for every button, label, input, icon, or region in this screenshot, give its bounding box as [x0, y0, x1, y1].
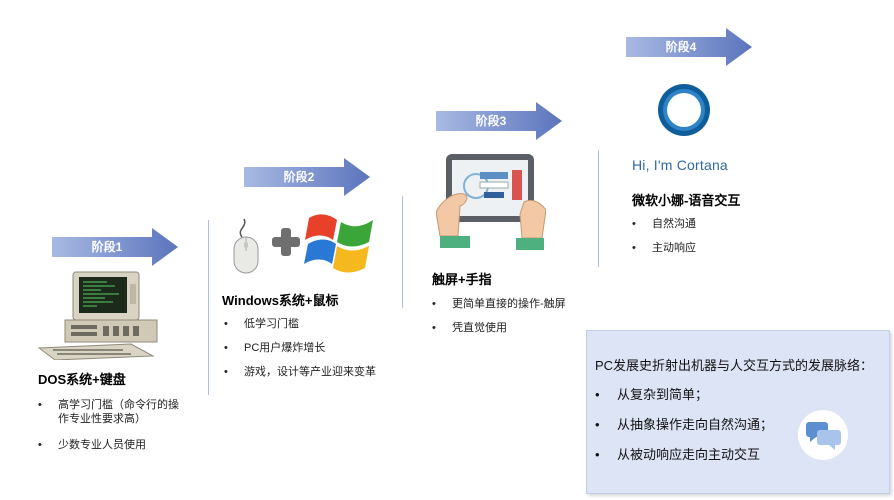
- stage-2-bullet: PC用户爆炸增长: [224, 341, 404, 355]
- stage-1-bullet: 高学习门槛（命令行的操作专业性要求高）: [38, 398, 188, 426]
- stage-3-label: 阶段3: [475, 114, 507, 128]
- computer-icon: [35, 270, 165, 365]
- divider-stage-2: [208, 220, 209, 395]
- stage-2-bullet: 低学习门槛: [224, 317, 404, 331]
- stage-1-arrow: 阶段1: [52, 228, 182, 266]
- stage-2-bullets: 低学习门槛 PC用户爆炸增长 游戏，设计等产业迎来变革: [224, 317, 404, 389]
- summary-title: PC发展史折射出机器与人交互方式的发展脉络：: [595, 358, 874, 373]
- stage-2-arrow: 阶段2: [244, 158, 374, 196]
- tablet-hands-icon: [435, 150, 547, 255]
- stage-1-bullet: 少数专业人员使用: [38, 438, 188, 452]
- stage-1-title: DOS系统+键盘: [38, 372, 126, 387]
- stage-3-bullets: 更简单直接的操作-触屏 凭直觉使用: [432, 297, 592, 345]
- summary-item: 从抽象操作走向自然沟通；: [595, 417, 773, 447]
- stage-1-label: 阶段1: [91, 240, 123, 254]
- summary-box: PC发展史折射出机器与人交互方式的发展脉络： 从复杂到简单； 从抽象操作走向自然…: [586, 330, 890, 494]
- summary-list: 从复杂到简单； 从抽象操作走向自然沟通； 从被动响应走向主动交互: [595, 387, 773, 477]
- chat-bubbles-icon: [797, 409, 849, 466]
- windows-logo-icon: [303, 208, 379, 283]
- stage-4-bullet: 自然沟通: [632, 217, 782, 231]
- stage-4-label: 阶段4: [665, 40, 697, 54]
- mouse-icon: [222, 215, 268, 280]
- stage-4-bullets: 自然沟通 主动响应: [632, 217, 782, 265]
- stage-4-arrow: 阶段4: [626, 28, 756, 66]
- plus-icon: [270, 226, 302, 263]
- stage-4-bullet: 主动响应: [632, 241, 782, 255]
- stage-2-title: Windows系统+鼠标: [222, 293, 339, 308]
- stage-4-title: 微软小娜-语音交互: [632, 193, 741, 208]
- stage-1-bullets: 高学习门槛（命令行的操作专业性要求高） 少数专业人员使用: [38, 398, 188, 462]
- stage-2-bullet: 游戏，设计等产业迎来变革: [224, 365, 404, 379]
- stage-2-label: 阶段2: [283, 170, 315, 184]
- divider-stage-3: [402, 196, 403, 308]
- divider-stage-4: [598, 150, 599, 267]
- summary-item: 从复杂到简单；: [595, 387, 773, 417]
- cortana-greeting: Hi, I'm Cortana: [632, 157, 728, 173]
- cortana-ring-icon: [654, 80, 714, 145]
- stage-3-bullet: 凭直觉使用: [432, 321, 592, 335]
- summary-item: 从被动响应走向主动交互: [595, 447, 773, 477]
- stage-3-title: 触屏+手指: [432, 272, 492, 287]
- stage-3-bullet: 更简单直接的操作-触屏: [432, 297, 592, 311]
- stage-3-arrow: 阶段3: [436, 102, 566, 140]
